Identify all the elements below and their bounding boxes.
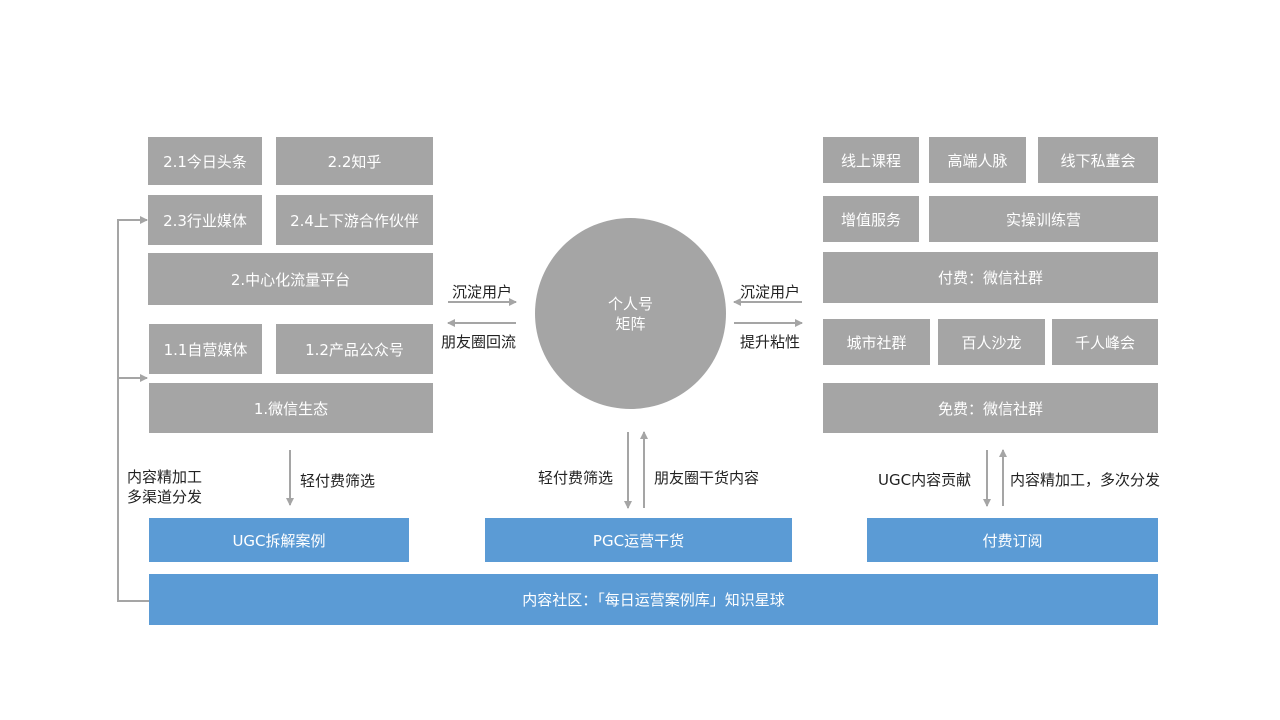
label-right-down: UGC内容贡献 [878,471,972,489]
box-free-group: 免费：微信社群 [823,383,1158,433]
box-paid-group: 付费：微信社群 [823,252,1158,303]
separator [930,319,938,365]
box-own-media: 1.1自营媒体 [149,324,262,374]
left-loop-line [117,216,149,602]
separator [823,242,1158,252]
box-platform: 2.中心化流量平台 [148,253,433,305]
box-offline-board: 线下私董会 [1038,137,1158,183]
label-right-arrow-top: 沉淀用户 [740,283,801,301]
box-toutiao: 2.1今日头条 [148,137,262,185]
label-left-down: 轻付费筛选 [300,472,376,490]
box-online-course: 线上课程 [823,137,919,183]
box-value-added: 增值服务 [823,196,919,242]
circle-line1: 个人号 [607,294,653,313]
box-partners: 2.4上下游合作伙伴 [276,195,433,245]
box-training-camp: 实操训练营 [929,196,1158,242]
box-city-group: 城市社群 [823,319,930,365]
box-community: 内容社区：「每日运营案例库」知识星球 [149,574,1158,625]
box-paid-subscription: 付费订阅 [982,531,1043,550]
circle-line2: 矩阵 [615,314,646,333]
label-right-up: 内容精加工，多次分发 [1010,471,1161,489]
box-salon: 百人沙龙 [938,319,1045,365]
box-wechat-ecosystem: 1.微信生态 [149,383,433,433]
label-left-arrow-top: 沉淀用户 [452,283,513,301]
box-pgc-content: PGC运营干货 [592,531,685,550]
separator [148,245,433,253]
box-product-account: 1.2产品公众号 [276,324,433,374]
box-ugc-cases: UGC拆解案例 [232,531,326,550]
label-center-up: 朋友圈干货内容 [654,469,760,487]
separator [919,137,929,183]
box-zhihu: 2.2知乎 [276,137,433,185]
label-left-loop-line1: 内容精加工 [127,468,203,486]
box-summit: 千人峰会 [1052,319,1158,365]
label-center-down: 轻付费筛选 [538,469,614,487]
separator [1026,137,1038,183]
box-network: 高端人脉 [929,137,1026,183]
separator [262,195,276,245]
label-right-arrow-bottom: 提升粘性 [740,333,801,351]
separator [792,518,867,562]
separator [823,183,1158,196]
separator [1045,319,1052,365]
separator [148,185,433,195]
label-left-arrow-bottom: 朋友圈回流 [441,333,517,351]
separator [409,518,485,562]
separator [919,196,929,242]
label-left-loop-line2: 多渠道分发 [127,488,203,506]
separator [262,137,276,185]
separator [149,562,1158,574]
box-industry-media: 2.3行业媒体 [148,195,262,245]
personal-account-matrix-circle: 个人号 矩阵 [535,218,726,409]
separator [823,365,1158,383]
